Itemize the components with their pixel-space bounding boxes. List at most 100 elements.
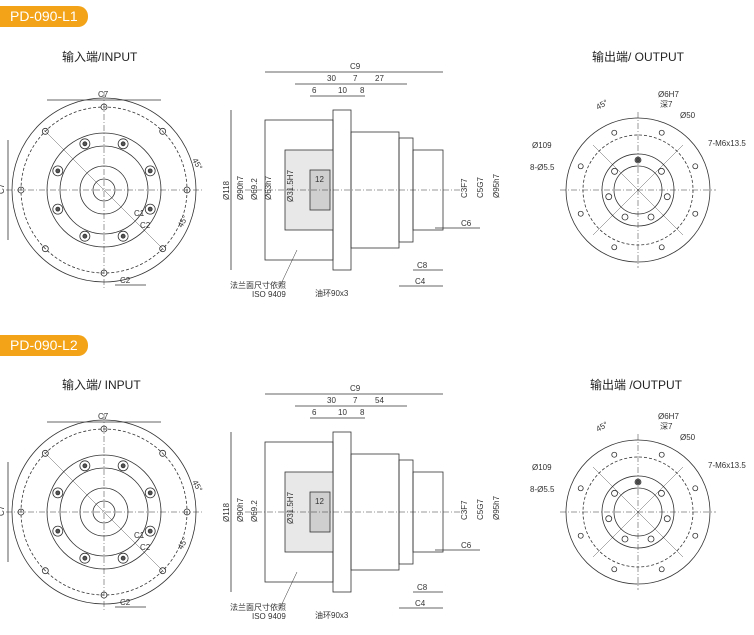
input-bolt-hole <box>52 525 64 537</box>
input-bolt-center <box>55 206 61 212</box>
output-dia50-label: Ø50 <box>680 433 696 442</box>
input-diagonal <box>43 129 165 251</box>
side-c5-label: C5G7 <box>476 499 485 520</box>
side-d7-label: 7 <box>353 396 358 405</box>
output-depth-label: 深7 <box>660 422 673 431</box>
output-dia109-label: Ø109 <box>532 141 552 150</box>
output-holes-label: 8-Ø5.5 <box>530 163 555 172</box>
output-depth-label: 深7 <box>660 100 673 109</box>
side-dia118-label: Ø118 <box>222 502 231 522</box>
side-c3-label: C3F7 <box>460 178 469 198</box>
output-title-1: 输出端/ OUTPUT <box>592 50 684 64</box>
input-mount-hole <box>41 245 49 253</box>
output-diagonal <box>592 466 684 558</box>
output-mount-hole <box>577 485 584 492</box>
input-mount-hole <box>41 449 49 457</box>
input-bolt-center <box>55 168 61 174</box>
output-mount-hole <box>611 244 618 251</box>
input-c7-side-label: C7 <box>0 183 6 194</box>
output-thread-hole <box>621 535 629 543</box>
output-thread-hole <box>611 489 618 497</box>
input-c1-label: C1 <box>134 209 145 218</box>
side-note-flange-2: ISO 9409 <box>252 290 286 299</box>
input-bolt-hole <box>117 230 129 242</box>
input-bolt-hole <box>144 203 156 215</box>
input-bolt-hole <box>117 552 129 564</box>
side-d30-label: 30 <box>327 396 336 405</box>
output-thread-hole <box>605 193 613 201</box>
side-c4-label: C4 <box>415 599 426 608</box>
input-bolt-hole <box>79 138 91 150</box>
output-thread-hole <box>663 515 671 523</box>
side-c9-label: C9 <box>350 62 361 71</box>
input-bolt-hole <box>117 138 129 150</box>
input-bolt-center <box>120 233 126 239</box>
side-c9-label: C9 <box>350 384 361 393</box>
output-thread-hole <box>647 535 655 543</box>
input-bolt-hole <box>144 487 156 499</box>
side-dia118-label: Ø118 <box>222 180 231 200</box>
side-c3-label: C3F7 <box>460 500 469 520</box>
side-d12-label: 12 <box>315 497 324 506</box>
input-mount-hole <box>159 127 167 135</box>
side-dia90-label: Ø90h7 <box>236 497 245 522</box>
input-bolt-center <box>82 463 88 469</box>
output-mount-hole <box>692 532 699 539</box>
input-c2-small-label: C2 <box>140 543 151 552</box>
side-c5-label: C5G7 <box>476 177 485 198</box>
input-c2-label: C2 <box>120 276 131 285</box>
input-angle-label-1: 45° <box>190 157 204 172</box>
side-note-leader <box>279 571 298 609</box>
input-bolt-hole <box>52 203 64 215</box>
side-output-disc <box>412 471 444 553</box>
side-dia69-label: Ø69.2 <box>250 178 259 200</box>
input-bolt-center <box>120 463 126 469</box>
input-mount-hole <box>159 449 167 457</box>
input-bolt-center <box>120 555 126 561</box>
input-bore <box>92 178 116 202</box>
input-bolt-center <box>82 555 88 561</box>
output-mount-hole <box>611 129 618 136</box>
side-note-flange-1: 法兰面尺寸依照 <box>230 602 286 612</box>
input-bolt-center <box>120 141 126 147</box>
output-mount-hole <box>692 163 699 170</box>
input-title-1: 输入端/INPUT <box>62 50 138 64</box>
input-bolt-hole <box>79 552 91 564</box>
side-output-disc <box>412 149 444 231</box>
input-bolt-center <box>82 141 88 147</box>
side-c6-label: C6 <box>461 219 472 228</box>
input-c2-label: C2 <box>120 598 131 607</box>
input-bolt-hole <box>52 487 64 499</box>
side-dia31-label: Ø31.5H7 <box>286 169 295 202</box>
side-far-length-label: 27 <box>375 74 384 83</box>
output-mount-hole <box>577 163 584 170</box>
output-mount-hole <box>692 485 699 492</box>
output-mount-hole <box>658 244 665 251</box>
model-badge-2: PD-090-L2 <box>0 335 88 356</box>
output-dia50-label: Ø50 <box>680 111 696 120</box>
input-bolt-center <box>55 490 61 496</box>
output-mount-hole <box>611 566 618 573</box>
output-m6-label: 7-M6x13.5 <box>708 139 746 148</box>
output-diagonal <box>592 144 684 236</box>
input-bolt-hole <box>144 165 156 177</box>
side-dia63-label: Ø63h7 <box>264 175 273 200</box>
side-d6-label: 6 <box>312 408 317 417</box>
output-angle-label: 45° <box>595 420 610 434</box>
side-d10-label: 10 <box>338 86 347 95</box>
output-thread-hole <box>658 167 665 175</box>
input-bolt-hole <box>79 230 91 242</box>
output-mount-hole <box>577 210 584 217</box>
output-thread-hole <box>658 489 665 497</box>
input-bolt-center <box>82 233 88 239</box>
output-mount-hole <box>692 210 699 217</box>
side-dia69-label: Ø69.2 <box>250 500 259 522</box>
side-far-length-label: 54 <box>375 396 384 405</box>
input-angle-label-2: 45° <box>176 536 190 551</box>
side-d10-label: 10 <box>338 408 347 417</box>
